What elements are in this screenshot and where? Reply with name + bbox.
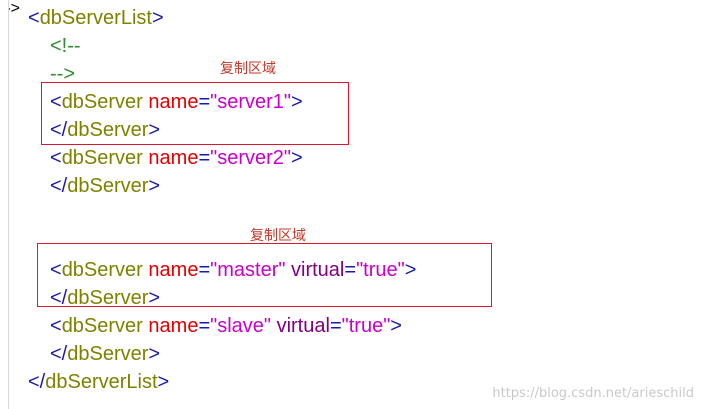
- bracket-open: <: [50, 147, 62, 169]
- bracket-close: >: [148, 175, 161, 197]
- bracket-close: >: [291, 147, 303, 169]
- bracket-open: </: [50, 175, 68, 197]
- bracket-open: </: [50, 287, 68, 309]
- attribute-value: "true": [356, 259, 405, 281]
- attribute-value: "slave": [210, 315, 272, 337]
- code-line-master-open: <dbServer name="master" virtual="true">: [50, 256, 416, 284]
- tag-name: dbServer: [67, 287, 149, 309]
- equals-sign: =: [329, 315, 342, 337]
- bracket-close: >: [148, 119, 161, 141]
- attribute-value: "server1": [210, 91, 292, 113]
- attribute-value: "master": [210, 259, 286, 281]
- code-line-comment-open: <!--: [50, 32, 81, 60]
- attribute-name: name: [148, 147, 199, 169]
- copy-region-caption-1: 复制区域: [220, 61, 276, 77]
- bracket-close: >: [157, 371, 170, 393]
- comment-close: -->: [50, 63, 75, 85]
- equals-sign: =: [198, 259, 211, 281]
- editor-gutter: [0, 0, 9, 409]
- attribute-value: "true": [341, 315, 391, 337]
- code-line-server2-open: <dbServer name="server2">: [50, 144, 303, 172]
- equals-sign: =: [198, 315, 211, 337]
- code-view: <dbServerList> <!-- --> --> <dbServer na…: [0, 0, 704, 393]
- bracket-open: <: [50, 259, 62, 281]
- comment-open: <!--: [50, 35, 81, 57]
- bracket-close: >: [291, 91, 303, 113]
- bracket-close: >: [148, 343, 161, 365]
- code-line-slave-close: </dbServer>: [50, 340, 160, 368]
- tag-name: dbServerList: [45, 371, 158, 393]
- code-line-server2-close: </dbServer>: [50, 172, 160, 200]
- bracket-close: >: [148, 287, 161, 309]
- tag-name: dbServer: [61, 259, 143, 281]
- watermark: https://blog.csdn.net/arieschild: [492, 386, 694, 401]
- attribute-name: name: [148, 259, 199, 281]
- attribute-name-virtual: virtual: [291, 259, 345, 281]
- bracket-open: <: [50, 315, 62, 337]
- attribute-name: name: [148, 91, 199, 113]
- bracket-open: </: [50, 119, 68, 141]
- copy-region-box-1: [41, 82, 349, 145]
- code-line-server1-close: </dbServer>: [50, 116, 160, 144]
- code-line-master-close: </dbServer>: [50, 284, 160, 312]
- tag-name: dbServer: [61, 315, 143, 337]
- tag-name: dbServer: [67, 119, 149, 141]
- tag-name: dbServer: [61, 91, 143, 113]
- code-line-server1-open: <dbServer name="server1">: [50, 88, 303, 116]
- equals-sign: =: [198, 147, 211, 169]
- bracket-open: </: [28, 371, 46, 393]
- copy-region-caption-2: 复制区域: [250, 228, 306, 244]
- attribute-name: name: [148, 315, 199, 337]
- tag-name: dbServer: [67, 343, 149, 365]
- code-line-slave-open: <dbServer name="slave" virtual="true">: [50, 312, 402, 340]
- equals-sign: =: [198, 91, 211, 113]
- equals-sign: =: [344, 259, 357, 281]
- bracket-close: >: [404, 259, 417, 281]
- bracket-close: >: [151, 7, 164, 29]
- bracket-open: <: [50, 91, 62, 113]
- bracket-open: <: [28, 7, 40, 29]
- code-line-comment-close: -->: [50, 60, 75, 88]
- bracket-close: >: [390, 315, 402, 337]
- attribute-name-virtual: virtual: [276, 315, 330, 337]
- tag-name: dbServerList: [39, 7, 152, 29]
- tag-name: dbServer: [67, 175, 149, 197]
- attribute-value: "server2": [210, 147, 292, 169]
- tag-name: dbServer: [61, 147, 143, 169]
- bracket-open: </: [50, 343, 68, 365]
- copy-region-box-2: [37, 243, 492, 307]
- code-line-root-close: </dbServerList>: [28, 368, 169, 396]
- code-line-root-open: <dbServerList>: [28, 4, 164, 32]
